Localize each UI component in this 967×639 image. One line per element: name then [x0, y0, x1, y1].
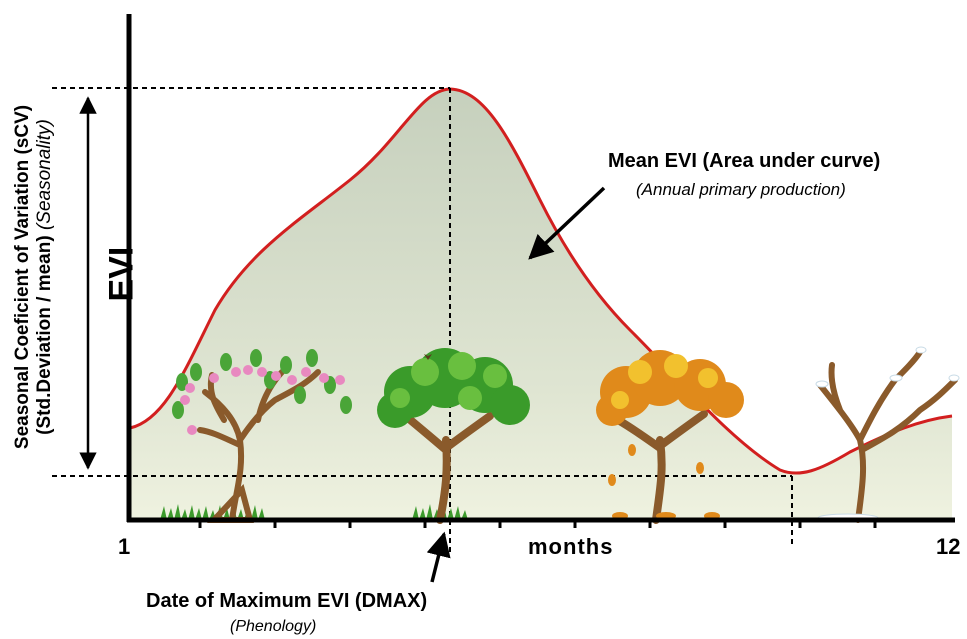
scv-label-line2: (Std.Deviation / mean) (Seasonality)	[34, 62, 56, 492]
mean-evi-pointer-arrow	[528, 186, 606, 260]
x-tick-start: 1	[118, 534, 131, 559]
evi-axis-title: EVI	[102, 246, 141, 302]
x-axis-ticks	[198, 520, 877, 528]
summer-tree-icon	[377, 348, 530, 524]
x-tick-end: 12	[936, 534, 961, 559]
x-axis-label: months	[528, 534, 614, 559]
dmax-pointer-arrow	[426, 531, 451, 583]
scv-label-seasonality: (Seasonality)	[34, 119, 55, 231]
dmax-subtitle: (Phenology)	[230, 618, 317, 635]
mean-evi-subtitle: (Annual primary production)	[636, 180, 846, 199]
scv-axis-label: Seasonal Coeficient of Variation (sCV) (…	[12, 62, 72, 492]
scv-label-formula: (Std.Deviation / mean)	[34, 235, 55, 435]
blossom-tree-icon	[172, 349, 352, 523]
mean-evi-title: Mean EVI (Area under curve)	[608, 150, 881, 172]
area-under-curve	[130, 89, 952, 520]
evi-curve	[129, 87, 953, 475]
scv-label-line1: Seasonal Coeficient of Variation (sCV)	[12, 104, 33, 450]
dmax-title: Date of Maximum EVI (DMAX)	[146, 590, 428, 612]
